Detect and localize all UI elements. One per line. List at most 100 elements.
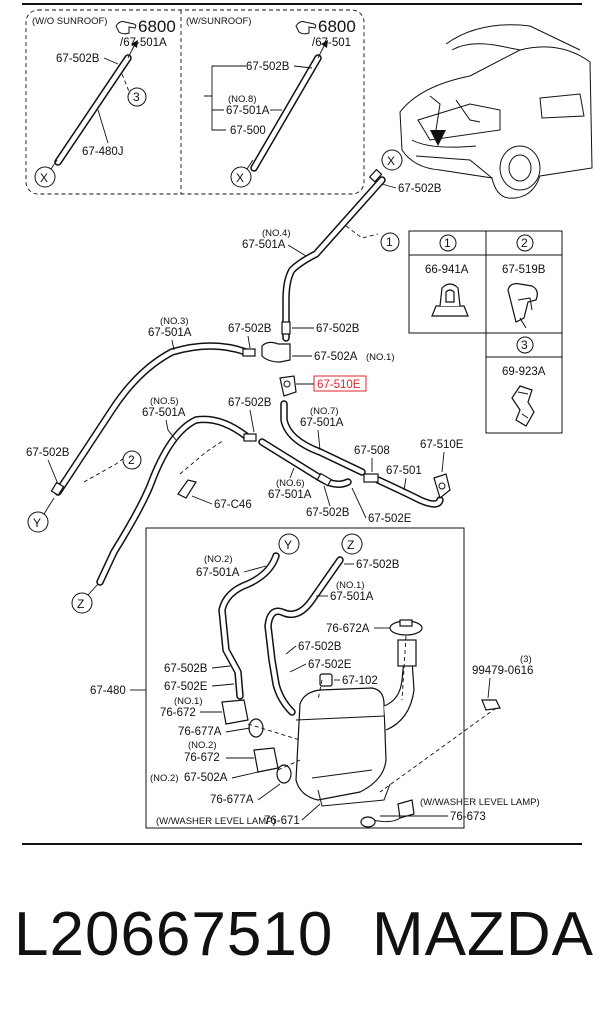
tank-label-21: (W/WASHER LEVEL LAMP): [420, 797, 540, 808]
tank-label-5: 76-672A: [326, 623, 370, 635]
callout-21: 67-502B: [306, 507, 350, 519]
vehicle-illustration: [399, 24, 593, 199]
inset-circle-end-without-sunroof: X: [40, 171, 48, 185]
inset-label-without-sunroof-1: 67-480J: [82, 146, 124, 158]
tank-label-11: (NO.1): [174, 696, 203, 707]
circle-y-tank: Y: [284, 538, 292, 552]
callout-0: 67-502B: [398, 183, 442, 195]
tank-label-7: 67-502E: [308, 659, 352, 671]
highlight-box: [313, 375, 367, 392]
tank-label-2: 67-502B: [356, 559, 400, 571]
callout-3: (NO.3): [160, 316, 189, 327]
legend-part-1: 66-941A: [425, 264, 469, 276]
inset-label-with-sunroof-1: (NO.8): [228, 94, 257, 105]
inset-label-with-sunroof-2: 67-501A: [226, 105, 270, 117]
inset-label-with-sunroof-3: 67-500: [230, 125, 266, 137]
callout-23: 67-C46: [214, 499, 252, 511]
circle-x-main: [381, 149, 403, 171]
tank-label-8: 67-102: [342, 675, 378, 687]
inset-circle-ref-without-sunroof: 3: [133, 90, 140, 104]
circle-x-inset-right: [230, 166, 252, 188]
circle-z-tank: Z: [347, 538, 354, 552]
main-callouts: X 67-502B 1 (NO.4) 67-501A (NO.3) 67-501…: [26, 149, 464, 614]
hose-routing: [50, 168, 451, 586]
pump-no1: [221, 699, 249, 725]
callout-8: (NO.1): [366, 352, 395, 363]
part-number-title: L20667510: [14, 900, 334, 969]
tank-label-15: 76-672: [184, 752, 220, 764]
callout-16: 67-510E: [420, 439, 464, 451]
inset-ref-number-with-sunroof: 6800: [318, 17, 356, 36]
tank-label-1: 67-501A: [196, 567, 240, 579]
tank-label-9: 67-502B: [164, 663, 208, 675]
footer-rule: [22, 843, 582, 845]
tank-label-10: 67-502E: [164, 681, 208, 693]
legend-part-3: 69-923A: [502, 366, 546, 378]
pump-no2: [253, 747, 279, 773]
legend-key-2: 2: [521, 236, 528, 250]
parts-diagram: (W/O SUNROOF) 6800 /67-501A 67-502B 3 67…: [22, 3, 593, 829]
clip-reference-dashes: [83, 225, 379, 483]
callout-7: 67-502A: [314, 351, 358, 363]
callout-14: 67-501A: [300, 417, 344, 429]
inset-title-without-sunroof: (W/O SUNROOF): [32, 16, 107, 27]
legend-key-3: 3: [521, 338, 528, 352]
tank-label-16: (NO.2): [150, 773, 179, 784]
legend-part-2: 67-519B: [502, 264, 546, 276]
inset-ref-number-without-sunroof: 6800: [138, 17, 176, 36]
legend-table: 1 2 3 66-941A 67-519B 69-923A: [408, 230, 563, 434]
clip-icon-69-923A: [511, 385, 535, 427]
inset-label-without-sunroof-0: 67-502B: [56, 53, 100, 65]
tank-label-13: 76-677A: [178, 726, 222, 738]
tank-label-17: 67-502A: [184, 772, 228, 784]
circle-two-main: 2: [128, 453, 135, 467]
tank-label-3: (NO.1): [336, 580, 365, 591]
circle-z-main: Z: [77, 597, 84, 611]
callout-11: 67-501A: [142, 407, 186, 419]
callout-22: 67-502E: [368, 513, 412, 525]
tank-label-14: (NO.2): [188, 740, 217, 751]
brand-name: MAZDA: [372, 900, 594, 969]
tank-label-4: 67-501A: [330, 591, 374, 603]
circle-x-inset-left: [34, 166, 56, 188]
callout-6: 67-502B: [316, 323, 360, 335]
bolt-99479-0616: [481, 699, 501, 711]
callout-19: (NO.6): [276, 478, 305, 489]
tank-label-12: 76-672: [160, 707, 196, 719]
clip-icon-66-941A: [431, 283, 469, 317]
callout-15: 67-508: [354, 445, 390, 457]
legend-key-1: 1: [444, 236, 451, 250]
inset-title-with-sunroof: (W/SUNROOF): [186, 16, 251, 27]
sunroof-inset-panel: (W/O SUNROOF) 6800 /67-501A 67-502B 3 67…: [25, 9, 365, 195]
callout-18: 67-502B: [26, 447, 70, 459]
tank-label-0: (NO.2): [204, 554, 233, 565]
circle-ref-three-inset: [127, 87, 147, 107]
callout-9-highlighted: 67-510E: [317, 379, 361, 391]
inset-circle-end-with-sunroof: X: [236, 171, 244, 185]
callout-10: (NO.5): [150, 396, 179, 407]
hand-pointer-icon: [295, 21, 317, 35]
callout-4: 67-501A: [148, 327, 192, 339]
callout-1: (NO.4): [262, 228, 291, 239]
callout-5: 67-502B: [228, 323, 272, 335]
callout-13: (NO.7): [310, 406, 339, 417]
tank-label-18: 76-677A: [210, 794, 254, 806]
tank-label-22: 76-673: [450, 811, 486, 823]
circle-x-main-label: X: [387, 154, 395, 168]
side-part-number: 99479-0616: [472, 665, 533, 677]
circle-one-main: 1: [386, 235, 393, 249]
tank-main-label: 67-480: [90, 685, 126, 697]
inset-label-with-sunroof-0: 67-502B: [246, 61, 290, 73]
clip-icon-67-519B: [507, 283, 538, 329]
washer-tank-box: 67-480 Y Z: [90, 527, 540, 829]
side-part-qty: (3): [520, 654, 532, 665]
callout-2: 67-501A: [242, 239, 286, 251]
tank-label-6: 67-502B: [298, 641, 342, 653]
inset-ref-sub-with-sunroof: /67-501: [312, 37, 351, 49]
tank-label-20: 76-671: [264, 815, 300, 827]
callout-12: 67-502B: [228, 397, 272, 409]
circle-y-main: Y: [33, 516, 41, 530]
callout-20: 67-501A: [268, 489, 312, 501]
tank-label-19: (W/WASHER LEVEL LAMP): [156, 816, 276, 827]
callout-17: 67-501: [386, 465, 422, 477]
